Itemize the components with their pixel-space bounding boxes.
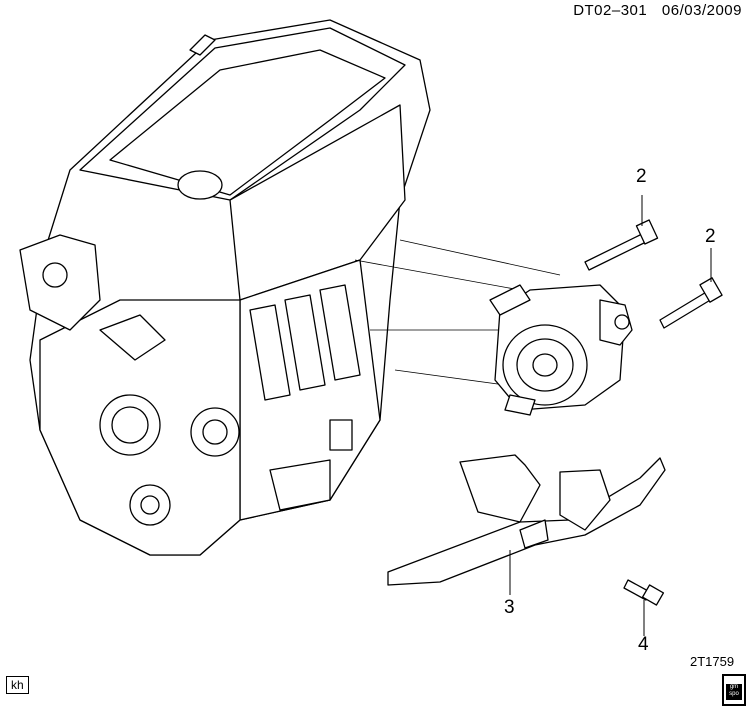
gm-spo-logo: gm spo <box>722 674 746 706</box>
alternator-bolt <box>584 219 659 271</box>
callout-bolt-lower: 2 <box>705 226 716 247</box>
engine-assembly <box>19 19 431 556</box>
corner-tag: kh <box>6 676 29 694</box>
callout-bolt-upper: 2 <box>636 166 647 187</box>
figure-id: 2T1759 <box>690 654 735 669</box>
document-id: DT02–301 <box>573 2 648 19</box>
alternator <box>489 284 633 416</box>
alternator-bracket <box>387 454 666 586</box>
logo-text: gm spo <box>726 684 742 700</box>
document-date: 06/03/2009 <box>661 2 742 19</box>
alternator-bolt <box>659 277 723 329</box>
bracket-bolt <box>623 579 665 606</box>
diagram-header: DT02–301 06/03/2009 <box>563 2 742 19</box>
callout-bracket: 3 <box>504 597 515 618</box>
callout-bracket-bolt: 4 <box>638 634 649 655</box>
